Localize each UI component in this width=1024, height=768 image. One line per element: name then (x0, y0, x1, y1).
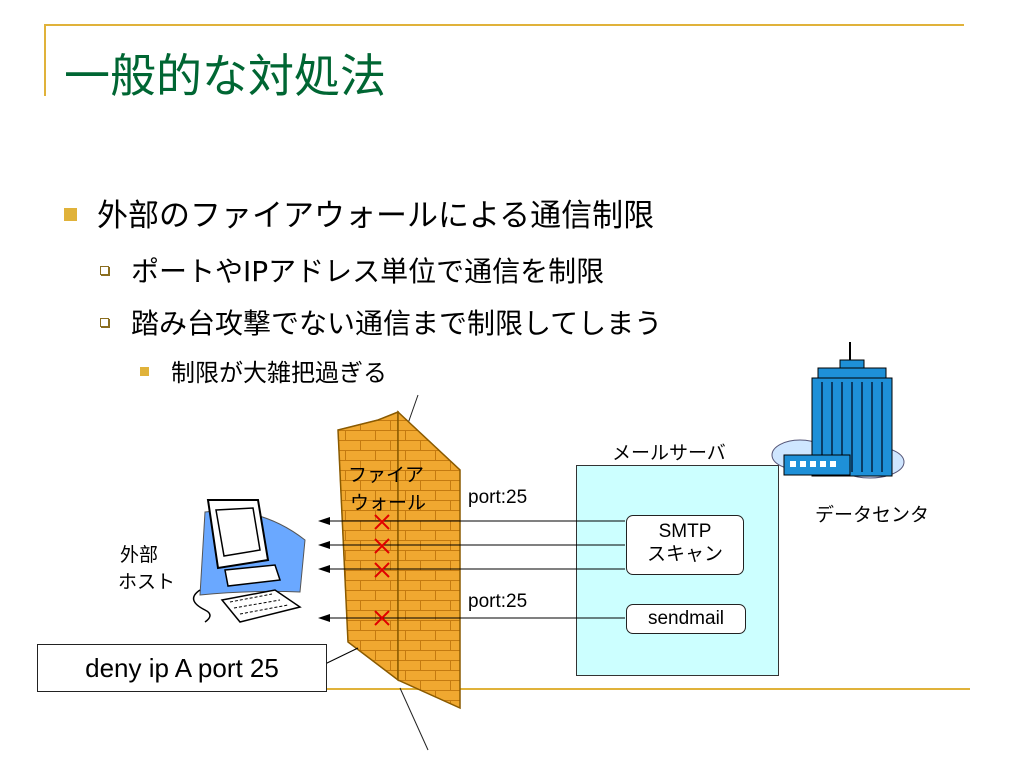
deny-rule-box: deny ip A port 25 (37, 644, 327, 692)
mail-server-area (576, 465, 779, 676)
left-rule (44, 24, 46, 96)
port-label-bottom: port:25 (468, 591, 528, 612)
firewall-label-2: ウォール (350, 493, 427, 514)
block-x-icon (374, 514, 390, 626)
deny-callout-line (324, 647, 359, 665)
bullet-level1: 外部のファイアウォールによる通信制限 (64, 190, 654, 235)
wall-guide-bottom (399, 687, 429, 751)
square-bullet-icon (140, 366, 149, 376)
arrowheads (318, 517, 330, 622)
computer-icon (192, 499, 306, 623)
datacenter-label: データセンタ (815, 505, 930, 526)
bullet-level2-2-text: 踏み台攻撃でない通信まで制限してしまう (131, 307, 663, 340)
smtp-scan-box: SMTP スキャン (626, 515, 744, 575)
smtp-scan-line1: SMTP (658, 521, 712, 542)
external-host-label-2: ホスト (118, 572, 176, 593)
hollow-square-bullet-icon (100, 317, 109, 327)
square-bullet-icon (64, 208, 77, 221)
firewall-icon (337, 410, 461, 710)
building-icon (771, 342, 905, 479)
mail-server-label: メールサーバ (612, 443, 726, 464)
bullet-level1-text: 外部のファイアウォールによる通信制限 (97, 198, 655, 234)
external-host-label-1: 外部 (120, 545, 159, 566)
hollow-square-bullet-icon (100, 265, 109, 275)
firewall-label-1: ファイア (348, 465, 425, 486)
top-rule (44, 24, 964, 26)
port-label-top: port:25 (468, 487, 528, 508)
bottom-rule (44, 688, 970, 690)
connection-lines (326, 520, 625, 619)
sendmail-box: sendmail (626, 604, 746, 634)
bullet-level2-2: 踏み台攻撃でない通信まで制限してしまう (100, 302, 662, 342)
bullet-level2-1-text: ポートやIPアドレス単位で通信を制限 (131, 255, 605, 288)
bullet-level3-text: 制限が大雑把過ぎる (171, 359, 387, 387)
bullet-level3: 制限が大雑把過ぎる (140, 353, 387, 388)
smtp-scan-line2: スキャン (646, 544, 723, 565)
slide-title: 一般的な対処法 (64, 49, 386, 103)
bullet-level2-1: ポートやIPアドレス単位で通信を制限 (100, 250, 604, 290)
